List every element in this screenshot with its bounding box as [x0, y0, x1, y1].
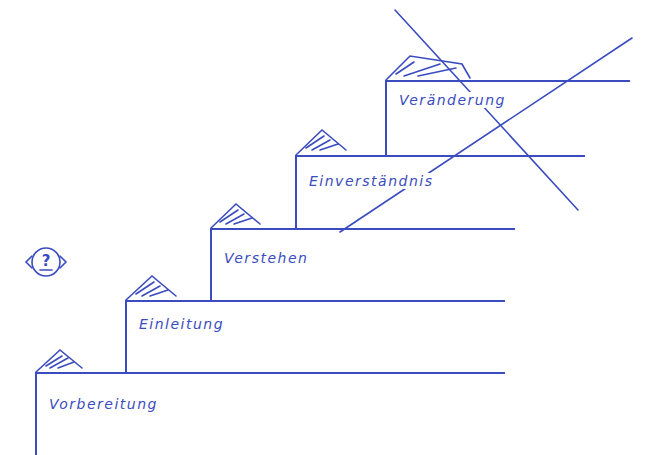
stair-step: Vorbereitung — [35, 372, 505, 455]
question-mark: ? — [37, 252, 55, 270]
step-label: Vorbereitung — [47, 396, 160, 412]
face-symbol — [26, 248, 66, 276]
stair-step: Einleitung — [125, 300, 505, 372]
hatch-triangle — [296, 130, 346, 155]
step-label: Verstehen — [222, 250, 310, 266]
hatch-triangle — [386, 56, 470, 80]
step-label: Einleitung — [137, 316, 226, 332]
hatch-triangle — [126, 276, 176, 300]
stair-step: Verstehen — [210, 228, 515, 300]
stair-step: Veränderung — [385, 80, 630, 155]
stair-step: Einverständnis — [295, 155, 585, 228]
hatch-triangle — [36, 350, 82, 372]
hatch-triangle — [211, 204, 260, 228]
step-label: Veränderung — [397, 92, 508, 108]
cross-out-line — [340, 38, 632, 232]
step-label: Einverständnis — [307, 173, 435, 189]
